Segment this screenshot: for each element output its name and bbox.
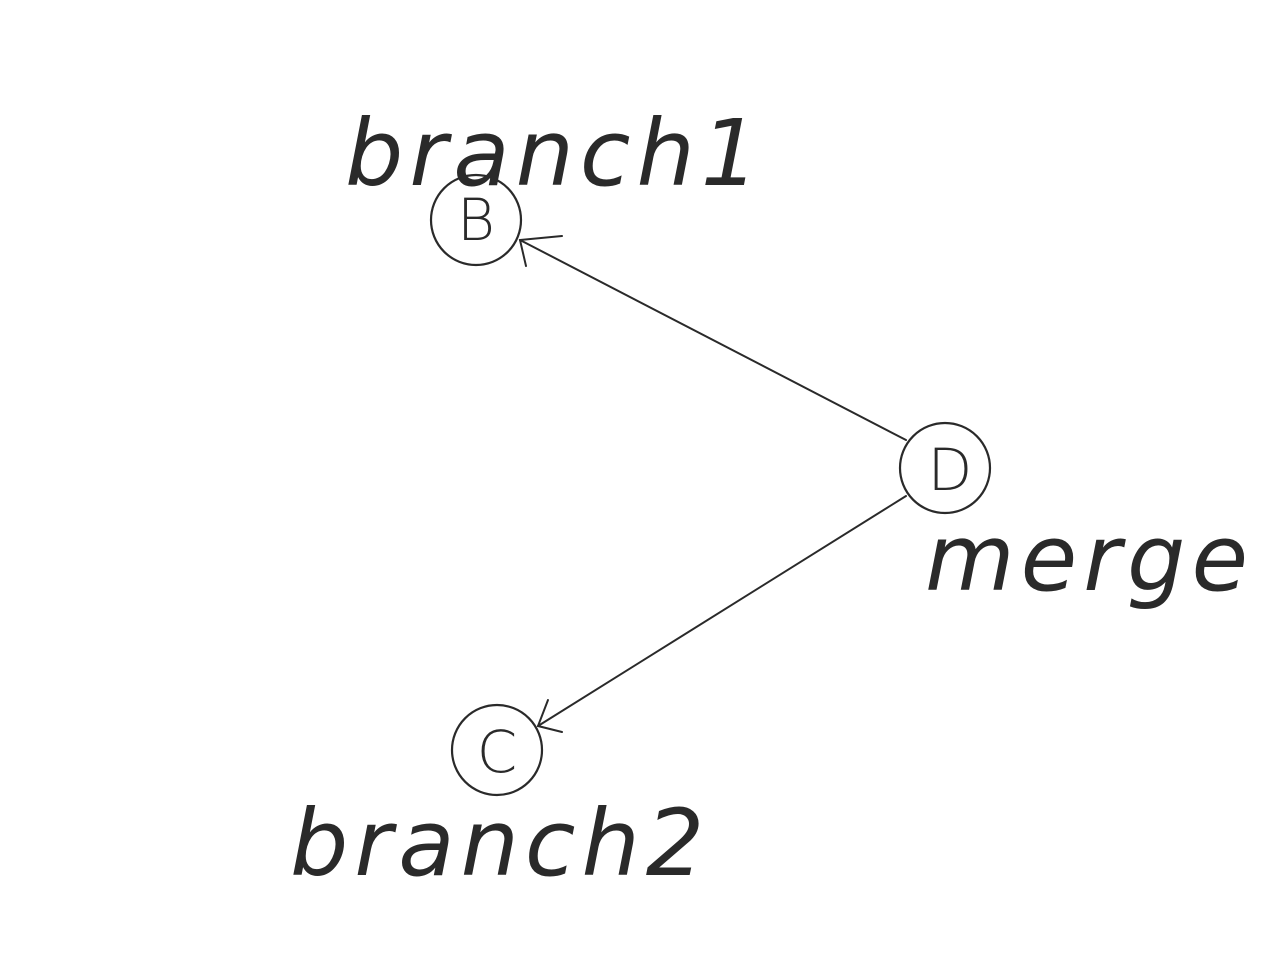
- edges: [518, 235, 907, 733]
- node-c-circle: [450, 703, 544, 797]
- node-c[interactable]: C branch2: [290, 703, 710, 897]
- edge-merge-to-branch2: [537, 495, 907, 727]
- arrowhead-branch1: [518, 235, 563, 267]
- node-b-circle: [429, 173, 523, 267]
- node-b-label: branch1: [345, 100, 765, 207]
- node-c-label: branch2: [290, 790, 710, 897]
- node-d-label: merge: [925, 505, 1254, 612]
- node-b-letter: B: [457, 186, 495, 254]
- edge-merge-to-branch1: [519, 239, 907, 441]
- node-b[interactable]: B branch1: [345, 100, 765, 267]
- arrowhead-branch2: [536, 699, 563, 733]
- node-d[interactable]: D merge: [898, 421, 1254, 612]
- node-c-letter: C: [477, 718, 518, 786]
- node-d-circle: [898, 421, 992, 515]
- node-d-letter: D: [928, 436, 973, 504]
